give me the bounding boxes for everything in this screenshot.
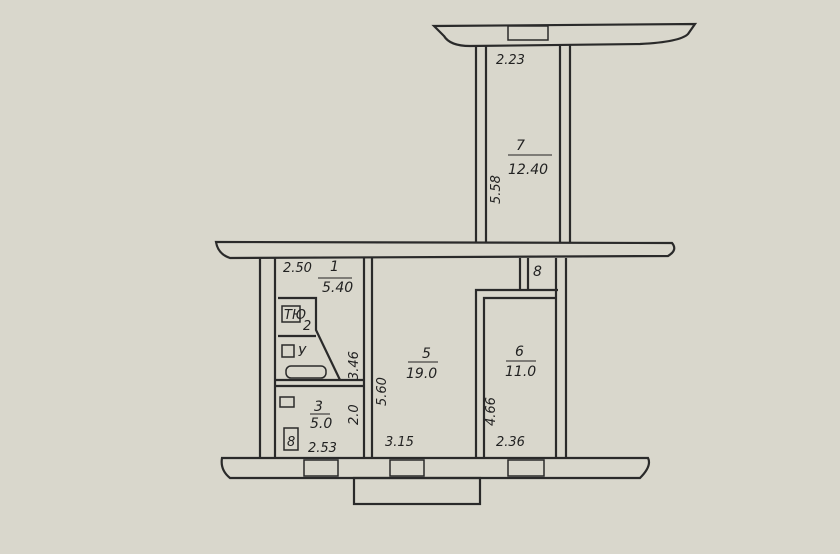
dim-223: 2.23 [496, 53, 525, 68]
dim-466: 4.66 [484, 397, 499, 426]
closet-box [283, 427, 299, 451]
room-3-area: 5.0 [310, 416, 332, 432]
boiler-icon [281, 305, 301, 323]
room-5-area: 19.0 [406, 366, 437, 382]
sink-label: У [298, 345, 307, 360]
room-7-area: 12.40 [508, 162, 548, 178]
boiler-label: ТЮ [284, 308, 306, 323]
window [507, 25, 549, 41]
room-5-number: 5 [422, 346, 431, 362]
dim-560: 5.60 [375, 377, 390, 406]
room-6-number: 6 [515, 344, 524, 360]
window [303, 459, 339, 477]
window [507, 459, 545, 477]
dim-315: 3.15 [385, 435, 414, 450]
room-1-number: 1 [330, 259, 339, 275]
room-2-number: 2 [303, 319, 311, 334]
room-1-area: 5.40 [322, 280, 353, 296]
dim-346: 3.46 [347, 351, 362, 380]
room-6-area: 11.0 [505, 364, 536, 380]
dim-558: 5.58 [489, 175, 504, 204]
window [389, 459, 425, 477]
bathtub-icon [285, 365, 327, 379]
bathroom-fixtures [278, 296, 341, 451]
dim-253: 2.53 [308, 441, 337, 456]
dim-20: 2.0 [347, 404, 362, 425]
walls [220, 258, 651, 506]
balcony-room-7 [431, 22, 698, 243]
dim-236: 2.36 [496, 435, 525, 450]
toilet-icon [279, 396, 295, 408]
closet-label: 8 [287, 435, 295, 450]
middle-wall [214, 240, 676, 260]
room-8-number: 8 [533, 264, 542, 280]
sink-icon [281, 344, 295, 358]
dim-250: 2.50 [283, 261, 312, 276]
room-7-number: 7 [516, 138, 525, 154]
room-3-number: 3 [314, 399, 323, 415]
